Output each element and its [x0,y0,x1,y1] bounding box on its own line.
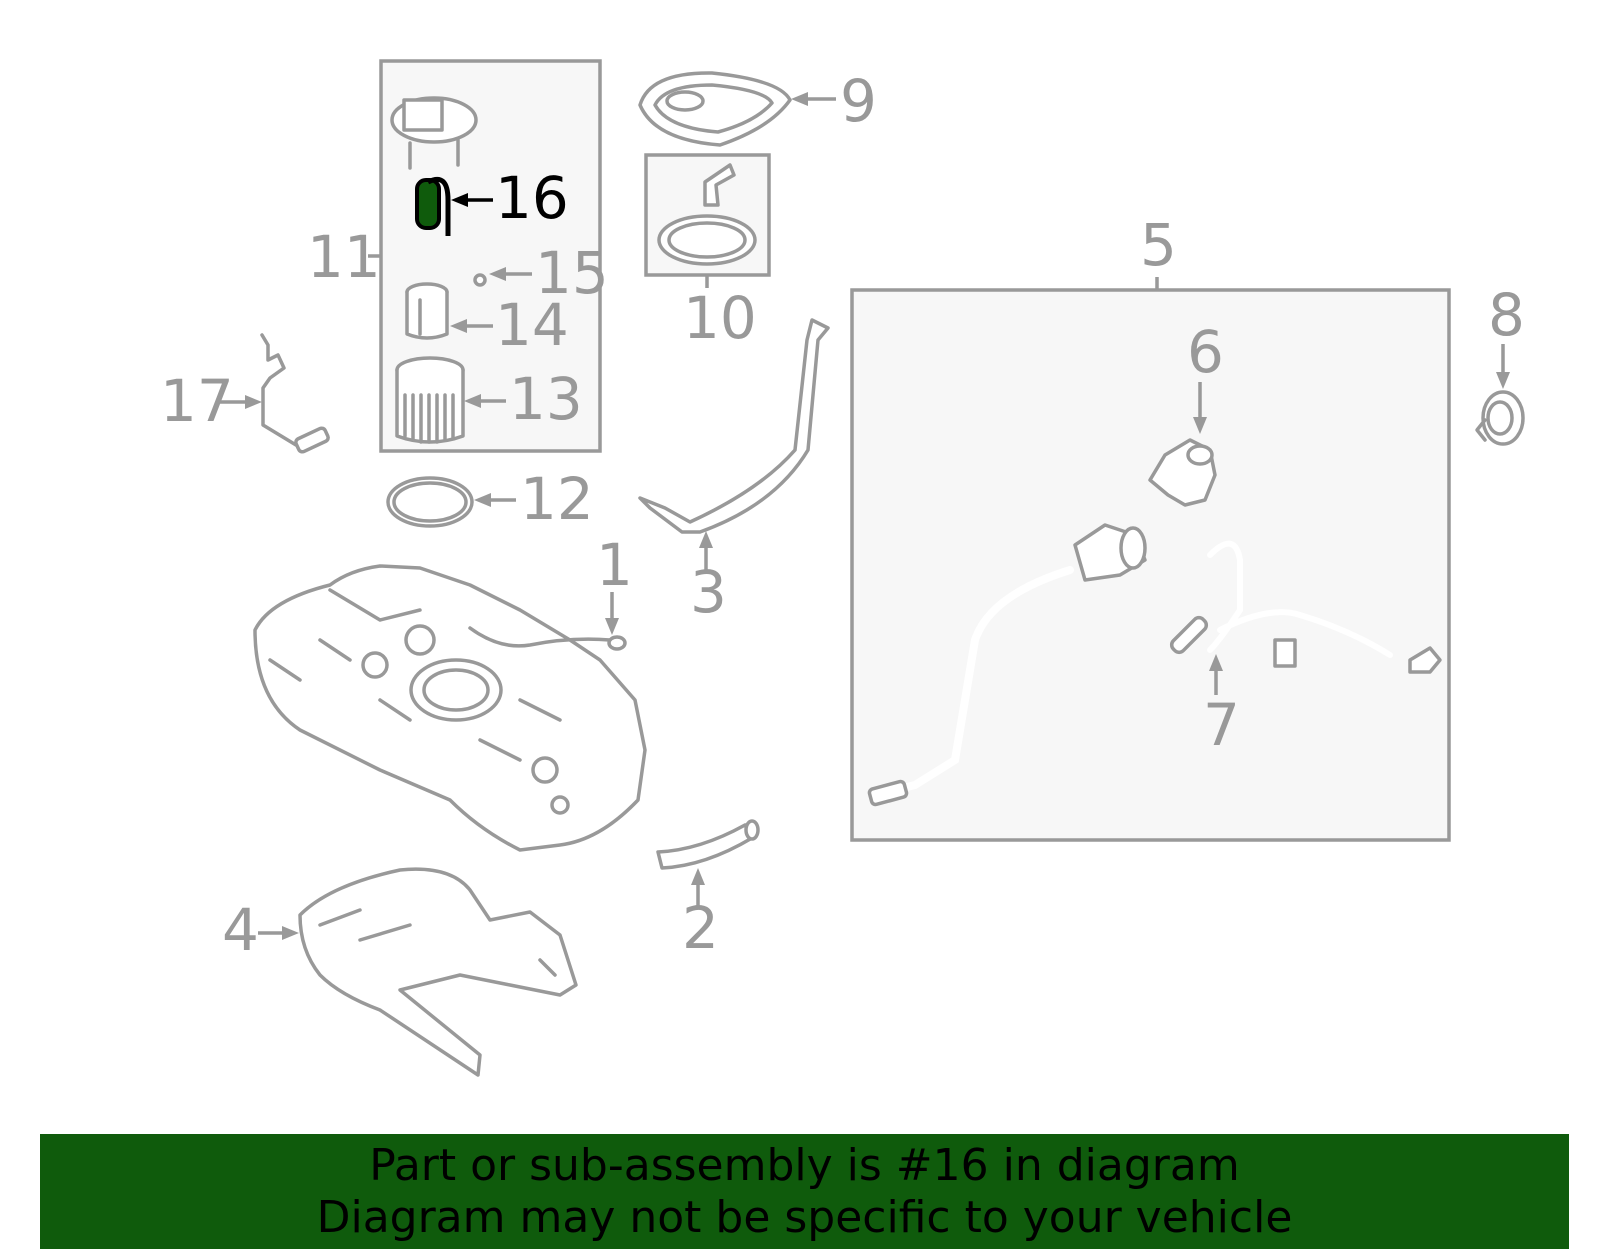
callout-10: 10 [683,284,757,352]
callout-12: 12 [520,465,594,533]
callout-2: 2 [682,894,719,962]
reservoir-part-13 [395,356,465,444]
callout-14: 14 [495,291,569,359]
info-banner: Part or sub-assembly is #16 in diagram D… [40,1134,1569,1249]
fuel-pump-part-16[interactable] [415,176,451,236]
strap-part-3 [638,318,830,534]
fuel-tank-part-1 [253,564,647,852]
callout-9: 9 [840,67,877,135]
callout-15: 15 [535,239,609,307]
cap-part-8 [1475,390,1525,446]
filter-part-14 [405,282,449,340]
filler-neck [867,523,1147,807]
callout-13: 13 [509,365,583,433]
banner-line-2: Diagram may not be specific to your vehi… [316,1192,1293,1243]
sender-part-17 [260,333,330,454]
hose-part-2 [656,819,760,870]
callout-1: 1 [596,531,633,599]
callout-8: 8 [1488,281,1525,349]
callout-6: 6 [1187,318,1224,386]
o-ring-part-12 [386,476,474,528]
callout-11: 11 [307,223,381,291]
callout-7: 7 [1203,691,1240,759]
vent-hose-part-7 [1169,540,1442,674]
cover-part-9 [638,71,792,147]
lock-ring-part-10 [657,163,757,266]
banner-line-1: Part or sub-assembly is #16 in diagram [369,1140,1240,1191]
pump-flange [390,96,478,170]
clip-part-15 [473,273,487,287]
heat-shield-part-4 [298,867,578,1077]
callout-5: 5 [1140,211,1177,279]
callout-3: 3 [690,558,727,626]
valve-part-6 [1148,438,1217,507]
callout-4: 4 [222,896,259,964]
group-box-5 [850,288,1451,842]
callout-16: 16 [495,164,569,232]
